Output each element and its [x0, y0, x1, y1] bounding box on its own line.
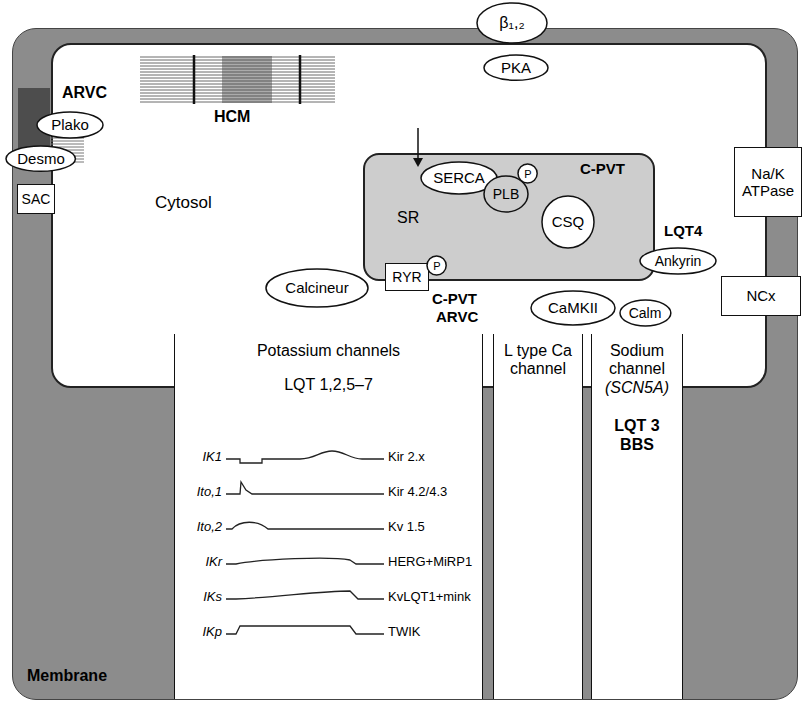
annotation-label: LQT4 [664, 222, 702, 239]
node-label: PKA [501, 59, 531, 76]
ellipse-shape [427, 256, 446, 275]
node-label: L type Ca channel [498, 342, 578, 379]
ellipse-shape [37, 112, 103, 138]
node-label: P [433, 260, 440, 273]
annotation-label: IKr [174, 555, 222, 570]
ellipse-shape [6, 146, 75, 171]
annotation-label: HERG+MiRP1 [388, 555, 472, 570]
annotation-label: IK1 [174, 450, 222, 465]
pump-box: Na/K ATPase [734, 147, 802, 217]
node-label: RYR [392, 269, 421, 285]
node-label: Plako [51, 116, 89, 133]
annotation-label: C-PVT [432, 290, 477, 307]
node-label: SAC [22, 191, 51, 207]
node-label: Na/K ATPase [738, 165, 798, 200]
region-label: Membrane [27, 667, 107, 685]
annotation-label: Kir 4.2/4.3 [388, 485, 447, 500]
annotation-label: Ito,2 [174, 520, 222, 535]
node-label: CaMKII [548, 299, 598, 316]
protein-ellipse: Plako [36, 111, 104, 139]
node-label: LQT 3 BBS [607, 417, 667, 454]
annotation-label: Kv 1.5 [388, 520, 425, 535]
annotation-label: IKs [174, 590, 222, 605]
protein-ellipse: CaMKII [530, 290, 616, 326]
annotation-label: KvLQT1+mink [388, 590, 471, 605]
annotation-label: TWIK [388, 625, 421, 640]
ellipse-shape [640, 248, 716, 274]
ellipse-shape [542, 196, 594, 248]
node-label: (SCN5A) [605, 379, 669, 397]
protein-ellipse: Calcineur [265, 268, 369, 308]
channel-box: SAC [17, 184, 56, 214]
node-label: β₁,₂ [499, 14, 524, 32]
protein-ellipse: Desmo [5, 145, 76, 172]
protein-circle: CSQ [541, 195, 595, 249]
phospho-circle: P [517, 163, 538, 184]
channel-column: Sodium channel(SCN5A) LQT 3 BBS [591, 334, 683, 699]
node-label: CSQ [552, 213, 585, 230]
annotation-label: Kir 2.x [388, 450, 425, 465]
exchanger-box: NCx [721, 276, 801, 316]
ellipse-shape [518, 164, 537, 183]
protein-ellipse: Calm [619, 299, 672, 327]
protein-ellipse: Ankyrin [639, 247, 717, 275]
node-label: Calcineur [285, 279, 348, 296]
channel-column: Potassium channelsLQT 1,2,5–7 [174, 334, 483, 699]
annotation-label: IKp [174, 625, 222, 640]
ellipse-shape [266, 269, 368, 307]
annotation-label: C-PVT [580, 160, 625, 177]
ellipse-shape [477, 3, 547, 43]
ellipse-shape [531, 291, 615, 325]
ellipse-shape [620, 300, 671, 326]
region-label: Cytosol [155, 193, 212, 213]
channel-box: RYR [385, 263, 429, 291]
annotation-label: ARVC [62, 84, 107, 102]
protein-ellipse: PKA [483, 54, 549, 81]
node-label: Ankyrin [655, 253, 702, 269]
region-label: SR [397, 209, 419, 227]
annotation-label: ARVC [436, 308, 478, 325]
node-label: Sodium channel [596, 342, 678, 379]
node-label: P [524, 168, 531, 181]
node-label: NCx [746, 287, 775, 304]
node-label: LQT 1,2,5–7 [284, 376, 373, 394]
node-label: Potassium channels [257, 342, 400, 360]
annotation-label: HCM [214, 108, 250, 126]
annotation-label: Ito,1 [174, 485, 222, 500]
phospho-circle: P [426, 255, 447, 276]
ellipse-shape [484, 55, 548, 80]
node-label: Calm [629, 305, 662, 321]
node-label: SERCA [433, 169, 485, 186]
node-label: Desmo [17, 150, 65, 167]
node-label: PLB [493, 186, 519, 202]
receptor-ellipse: β₁,₂ [476, 2, 548, 44]
channel-column: L type Ca channel [493, 334, 583, 699]
